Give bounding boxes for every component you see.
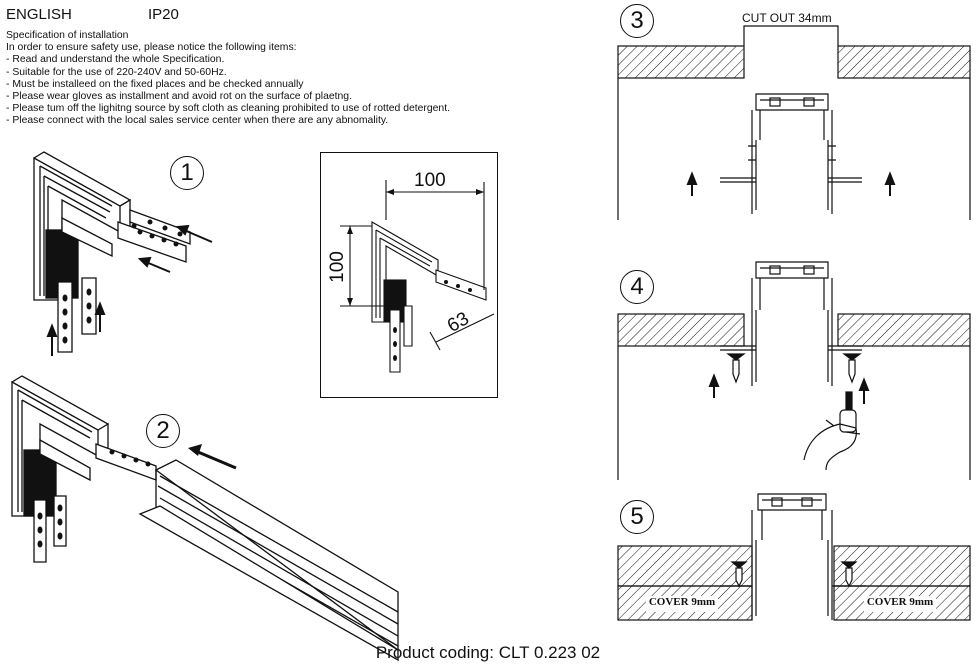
- specification-text: Specification of installation In order t…: [6, 30, 566, 128]
- language-label: ENGLISH: [6, 6, 72, 23]
- cutout-label: CUT OUT 34mm: [742, 11, 832, 25]
- dimension-box: [320, 152, 498, 398]
- spec-item: - Please connect with the local sales se…: [6, 115, 389, 127]
- step-2-badge: 2: [146, 414, 180, 448]
- spec-item: - Read and understand the whole Specific…: [6, 54, 225, 66]
- cover-label-left: COVER 9mm: [646, 596, 718, 612]
- step-4-badge: 4: [620, 270, 654, 304]
- product-coding: Product coding: CLT 0.223 02: [375, 643, 601, 662]
- spec-item: - Must be installeed on the fixed places…: [6, 78, 304, 90]
- spec-item: - Please wear gloves as installment and …: [6, 91, 352, 103]
- cover-label-right: COVER 9mm: [864, 596, 936, 612]
- spec-title: Specification of installation: [6, 30, 129, 41]
- step-3-badge: 3: [620, 4, 654, 38]
- dimension-width: 100: [414, 170, 446, 191]
- ip-rating-label: IP20: [148, 6, 179, 23]
- spec-item: - Suitable for the use of 220-240V and 5…: [6, 66, 227, 78]
- spec-intro: In order to ensure safety use, please no…: [6, 42, 297, 54]
- step-1-badge: 1: [170, 156, 204, 190]
- spec-item: - Please tum off the lighitng source by …: [6, 103, 450, 115]
- step-5-badge: 5: [620, 500, 654, 534]
